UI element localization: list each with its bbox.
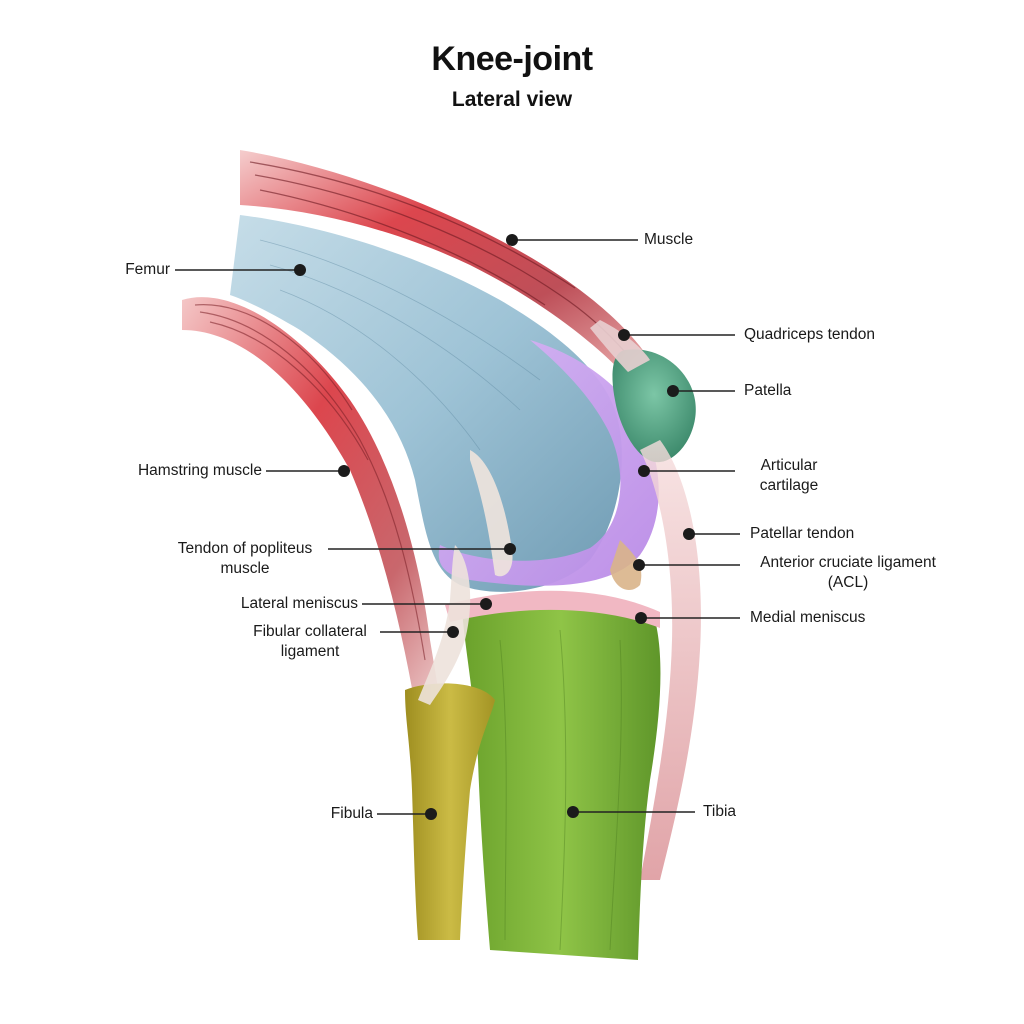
- label-popliteus-line-2: muscle: [220, 560, 270, 577]
- label-articular-line-1: Articular: [760, 457, 818, 474]
- label-popliteus: Tendon of popliteus muscle: [165, 539, 325, 579]
- diagram-title: Knee-joint: [431, 40, 593, 78]
- marker-femur: [294, 264, 306, 276]
- label-tibia: Tibia: [703, 803, 737, 820]
- marker-articular-cartilage: [638, 465, 650, 477]
- label-fibula: Fibula: [330, 805, 373, 822]
- label-popliteus-line-1: Tendon of popliteus: [177, 540, 313, 557]
- marker-popliteus: [504, 543, 516, 555]
- label-femur: Femur: [125, 261, 170, 278]
- label-acl-line-1: Anterior cruciate ligament: [760, 554, 936, 571]
- quadriceps-muscle-shape: [240, 150, 650, 370]
- hamstring-muscle-shape: [182, 297, 440, 705]
- label-fibular-collateral: Fibular collateral ligament: [240, 622, 380, 662]
- patella-shape: [612, 349, 696, 463]
- marker-patella: [667, 385, 679, 397]
- label-acl-line-2: (ACL): [827, 574, 869, 591]
- femur-shape: [230, 215, 622, 592]
- marker-quadriceps-tendon: [618, 329, 630, 341]
- leader-lines: [175, 239, 740, 815]
- marker-muscle: [506, 234, 518, 246]
- label-lateral-meniscus: Lateral meniscus: [240, 595, 358, 612]
- label-acl: Anterior cruciate ligament (ACL): [748, 553, 948, 593]
- label-articular-line-2: cartilage: [759, 477, 819, 494]
- marker-dots: [294, 234, 695, 820]
- patellar-tendon-shape: [640, 440, 701, 880]
- articular-cartilage-shape: [438, 340, 659, 586]
- label-articular-cartilage: Articular cartilage: [744, 456, 834, 496]
- marker-lateral-meniscus: [480, 598, 492, 610]
- marker-medial-meniscus: [635, 612, 647, 624]
- label-patella: Patella: [744, 382, 792, 399]
- marker-fibula: [425, 808, 437, 820]
- quadriceps-tendon-shape: [590, 320, 650, 372]
- fibula-shape: [405, 683, 495, 940]
- acl-shape: [610, 540, 642, 590]
- label-medial-meniscus: Medial meniscus: [750, 609, 866, 626]
- marker-acl: [633, 559, 645, 571]
- marker-fibular-collateral: [447, 626, 459, 638]
- tibia-shape: [462, 599, 661, 960]
- label-patellar-tendon: Patellar tendon: [750, 525, 855, 542]
- popliteus-tendon-shape: [470, 450, 513, 577]
- fibular-collateral-ligament-shape: [418, 545, 471, 705]
- label-muscle: Muscle: [644, 231, 694, 248]
- label-quadriceps-tendon: Quadriceps tendon: [744, 326, 875, 343]
- label-hamstring-muscle: Hamstring muscle: [137, 462, 262, 479]
- marker-patellar-tendon: [683, 528, 695, 540]
- marker-hamstring: [338, 465, 350, 477]
- marker-tibia: [567, 806, 579, 818]
- label-fibular-line-2: ligament: [280, 643, 340, 660]
- meniscus-shape: [445, 590, 660, 628]
- diagram-subtitle: Lateral view: [451, 88, 573, 111]
- label-fibular-line-1: Fibular collateral: [253, 623, 367, 640]
